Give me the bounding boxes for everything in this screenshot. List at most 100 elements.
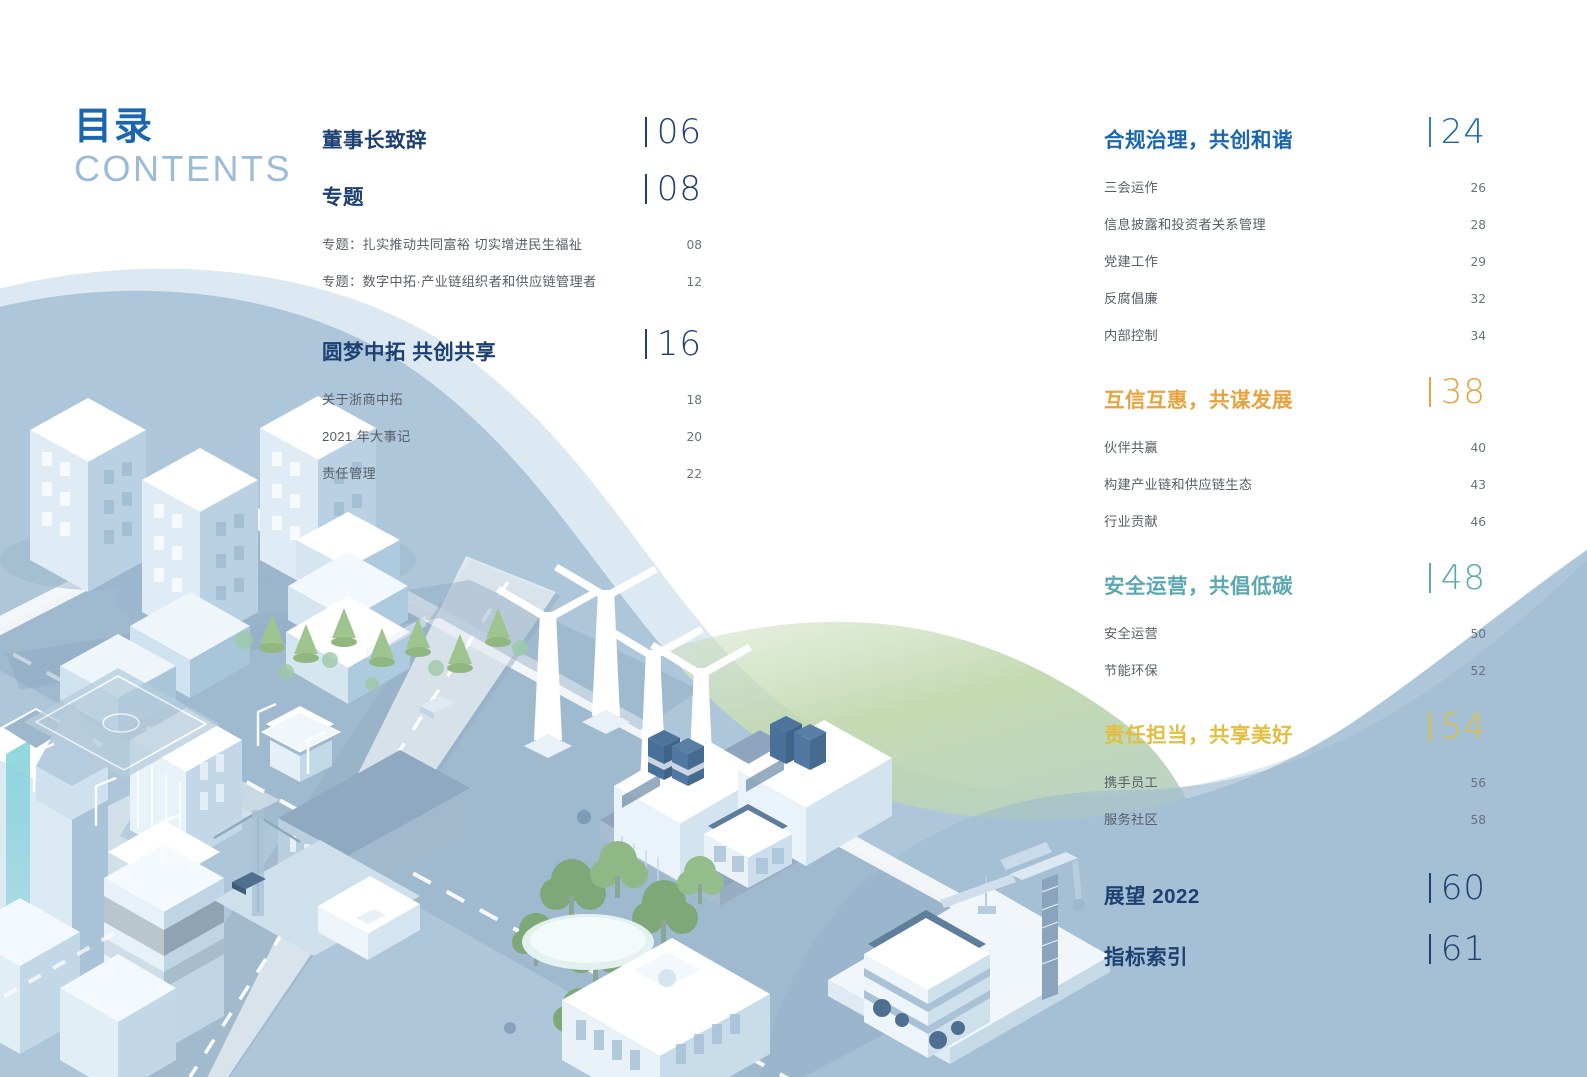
vehicles xyxy=(232,696,454,924)
toc-column-left: 董事长致辞 06 专题 08 专题：扎实推动共同富裕 切实增进民生福祉 08 xyxy=(322,112,702,482)
page-bar-icon xyxy=(1428,873,1431,903)
sports-field xyxy=(24,668,220,778)
toc-subentry-anti-corruption[interactable]: 反腐倡廉 32 xyxy=(1104,288,1486,307)
toc-subentry-label: 构建产业链和供应链生态 xyxy=(1104,477,1253,492)
toc-page-marker: 08 xyxy=(644,169,702,209)
toc-subentry-safety[interactable]: 安全运营 50 xyxy=(1104,623,1486,642)
page-bar-icon xyxy=(1428,712,1431,742)
toc-page-number: 29 xyxy=(1470,255,1486,269)
toc-subentry-label: 三会运作 xyxy=(1104,180,1158,195)
construction-site-left xyxy=(213,810,420,960)
page-bar-icon xyxy=(1428,563,1431,593)
toc-page-number: 16 xyxy=(656,324,702,364)
toc-page-marker: 16 xyxy=(644,324,702,364)
toc-subentry-label: 内部控制 xyxy=(1104,328,1158,343)
toc-subentry-internal-control[interactable]: 内部控制 34 xyxy=(1104,325,1486,344)
toc-subentry-milestones-2021[interactable]: 2021 年大事记 20 xyxy=(322,426,702,445)
toc-page-number: 34 xyxy=(1470,329,1486,343)
pond xyxy=(522,914,654,970)
toc-subentry-label: 伙伴共赢 xyxy=(1104,440,1158,455)
civic-building xyxy=(562,938,770,1077)
toc-entry-label: 董事长致辞 xyxy=(322,129,427,152)
toc-page-number: 43 xyxy=(1470,478,1486,492)
toc-page-marker: 06 xyxy=(644,112,702,152)
wind-turbines xyxy=(496,564,752,816)
toc-page-number: 56 xyxy=(1470,776,1486,790)
toc-subentry-about-company[interactable]: 关于浙商中拓 18 xyxy=(322,389,702,408)
toc-subentry-label: 行业贡献 xyxy=(1104,514,1158,529)
construction-site-right xyxy=(828,842,1110,1064)
toc-subentry-label: 专题：扎实推动共同富裕 切实增进民生福祉 xyxy=(322,237,583,252)
toc-subentry-energy-saving[interactable]: 节能环保 52 xyxy=(1104,660,1486,679)
toc-page-number: 32 xyxy=(1470,292,1486,306)
toc-entry-index[interactable]: 指标索引 61 xyxy=(1104,929,1486,970)
page-bar-icon xyxy=(644,117,647,147)
street-lamps xyxy=(32,702,327,862)
toc-page-number: 26 xyxy=(1470,181,1486,195)
toc-entry-mutual-trust[interactable]: 互信互惠，共谋发展 38 xyxy=(1104,372,1486,413)
toc-subentry-common-prosperity[interactable]: 专题：扎实推动共同富裕 切实增进民生福祉 08 xyxy=(322,234,702,253)
toc-entry-dream-sharing[interactable]: 圆梦中拓 共创共享 16 xyxy=(322,324,702,365)
page-bar-icon xyxy=(1428,117,1431,147)
toc-page-number: 38 xyxy=(1440,372,1486,412)
toc-entry-label: 展望 2022 xyxy=(1104,885,1200,908)
toc-subentry-label: 节能环保 xyxy=(1104,663,1158,678)
toc-subentry-three-meetings[interactable]: 三会运作 26 xyxy=(1104,177,1486,196)
toc-page-marker: 54 xyxy=(1428,707,1486,747)
page-title-cn: 目录 xyxy=(74,106,155,148)
page-bar-icon xyxy=(1428,377,1431,407)
toc-entry-outlook-2022[interactable]: 展望 2022 60 xyxy=(1104,868,1486,909)
page-title: 目录 CONTENTS xyxy=(74,106,292,189)
toc-subentry-industry-contribution[interactable]: 行业贡献 46 xyxy=(1104,511,1486,530)
toc-page-number: 06 xyxy=(656,112,702,152)
toc-entry-label: 专题 xyxy=(322,186,364,209)
page-bar-icon xyxy=(1428,934,1431,964)
toc-subentry-community[interactable]: 服务社区 58 xyxy=(1104,809,1486,828)
toc-page-number: 08 xyxy=(656,169,702,209)
toc-entry-chairman-message[interactable]: 董事长致辞 06 xyxy=(322,112,702,153)
toc-entry-label: 安全运营，共倡低碳 xyxy=(1104,575,1293,598)
toc-entry-label: 互信互惠，共谋发展 xyxy=(1104,389,1293,412)
toc-entry-label: 圆梦中拓 共创共享 xyxy=(322,341,497,364)
toc-entry-safe-operation[interactable]: 安全运营，共倡低碳 48 xyxy=(1104,558,1486,599)
toc-entry-feature[interactable]: 专题 08 xyxy=(322,169,702,210)
toc-page-marker: 24 xyxy=(1428,112,1486,152)
toc-entry-responsibility[interactable]: 责任担当，共享美好 54 xyxy=(1104,707,1486,748)
toc-page-number: 50 xyxy=(1470,627,1486,641)
low-rise-blocks xyxy=(0,898,176,1077)
toc-subentry-label: 责任管理 xyxy=(322,466,376,481)
toc-subentry-label: 服务社区 xyxy=(1104,812,1158,827)
toc-page-marker: 60 xyxy=(1428,868,1486,908)
toc-page-marker: 61 xyxy=(1428,929,1486,969)
toc-subentry-label: 党建工作 xyxy=(1104,254,1158,269)
toc-subentry-party-building[interactable]: 党建工作 29 xyxy=(1104,251,1486,270)
toc-page-number: 18 xyxy=(686,393,702,407)
toc-subentry-label: 2021 年大事记 xyxy=(322,429,411,444)
toc-page-number: 20 xyxy=(686,430,702,444)
toc-page-number: 46 xyxy=(1470,515,1486,529)
toc-subentry-supply-chain-ecology[interactable]: 构建产业链和供应链生态 43 xyxy=(1104,474,1486,493)
toc-subentry-partner-winwin[interactable]: 伙伴共赢 40 xyxy=(1104,437,1486,456)
toc-page-number: 60 xyxy=(1440,868,1486,908)
toc-subentry-employees[interactable]: 携手员工 56 xyxy=(1104,772,1486,791)
toc-subentry-label: 专题：数字中拓·产业链组织者和供应链管理者 xyxy=(322,274,597,289)
page-bar-icon xyxy=(644,329,647,359)
toc-subentry-label: 安全运营 xyxy=(1104,626,1158,641)
toc-page-number: 24 xyxy=(1440,112,1486,152)
toc-page-number: 61 xyxy=(1440,929,1486,969)
toc-page-number: 28 xyxy=(1470,218,1486,232)
page-bar-icon xyxy=(644,174,647,204)
toc-entry-compliance-governance[interactable]: 合规治理，共创和谐 24 xyxy=(1104,112,1486,153)
toc-subentry-disclosure-ir[interactable]: 信息披露和投资者关系管理 28 xyxy=(1104,214,1486,233)
toc-subentry-label: 反腐倡廉 xyxy=(1104,291,1158,306)
toc-page-number: 52 xyxy=(1470,664,1486,678)
toc-entry-label: 指标索引 xyxy=(1104,946,1188,969)
toc-page-number: 22 xyxy=(686,467,702,481)
toc-subentry-digital-zhongtuo[interactable]: 专题：数字中拓·产业链组织者和供应链管理者 12 xyxy=(322,271,702,290)
toc-subentry-responsibility-management[interactable]: 责任管理 22 xyxy=(322,463,702,482)
toc-page-number: 48 xyxy=(1440,558,1486,598)
page-title-en: CONTENTS xyxy=(74,147,292,189)
